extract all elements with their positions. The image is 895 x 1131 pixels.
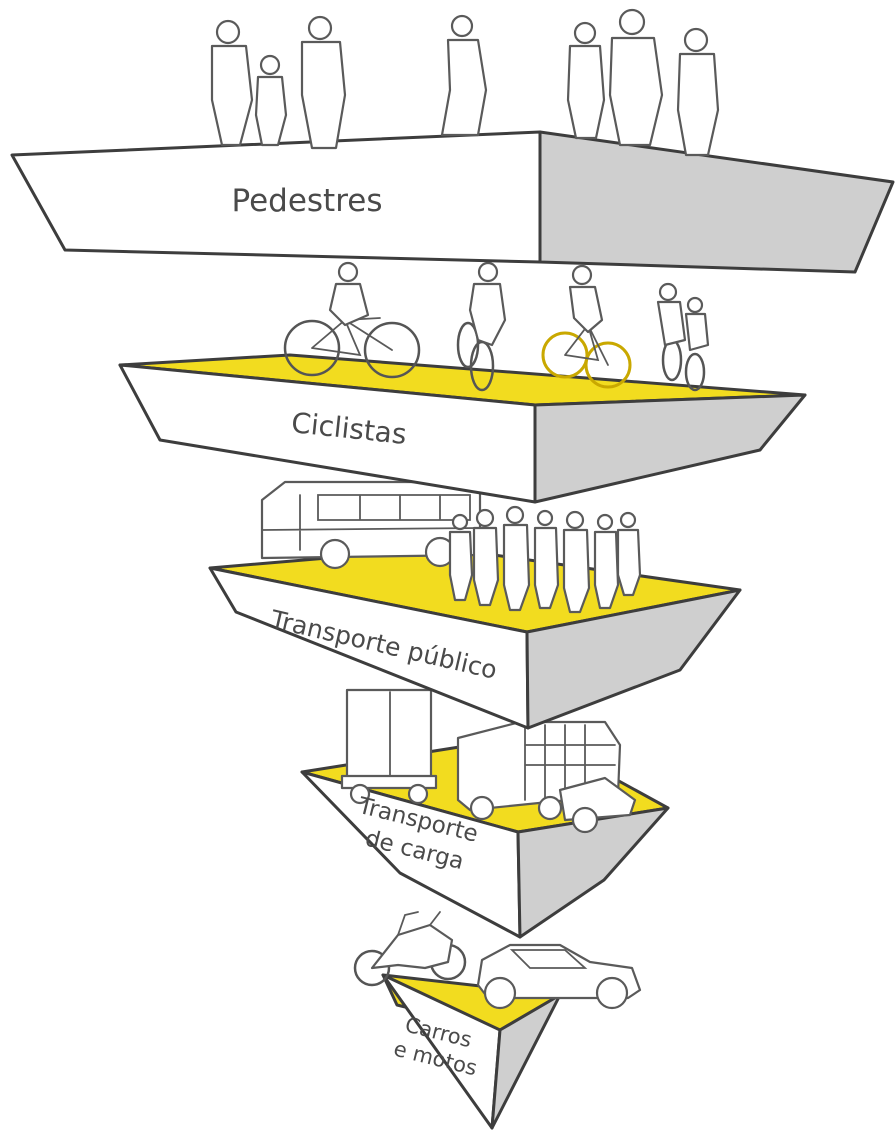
level-pedestres-label: Pedestres bbox=[231, 183, 382, 219]
cargo-truck-icon bbox=[456, 720, 637, 834]
passengers-icon bbox=[448, 505, 642, 614]
car-icon bbox=[476, 943, 642, 1010]
level-pedestres: Pedestres bbox=[10, 8, 895, 274]
box-truck-icon bbox=[340, 688, 438, 805]
bus-icon bbox=[260, 480, 482, 570]
level-transporte-publico-side bbox=[525, 588, 742, 730]
level-transporte-publico: Transporte público bbox=[208, 480, 742, 730]
level-carros-motos: Carros e motos bbox=[353, 911, 642, 1130]
level-ciclistas-side bbox=[533, 393, 807, 504]
level-carros-motos-side bbox=[490, 993, 562, 1130]
cyclist-icon bbox=[656, 282, 710, 392]
motorcycle-icon bbox=[353, 911, 467, 987]
cyclist-icon bbox=[541, 264, 632, 389]
level-ciclistas: Ciclistas bbox=[118, 261, 807, 504]
cyclist-icon bbox=[283, 261, 421, 379]
pedestrians-icon bbox=[210, 8, 720, 157]
cyclist-icon bbox=[456, 261, 507, 392]
level-pedestres-side bbox=[538, 130, 895, 274]
level-transporte-carga: Transporte de carga bbox=[300, 688, 670, 939]
